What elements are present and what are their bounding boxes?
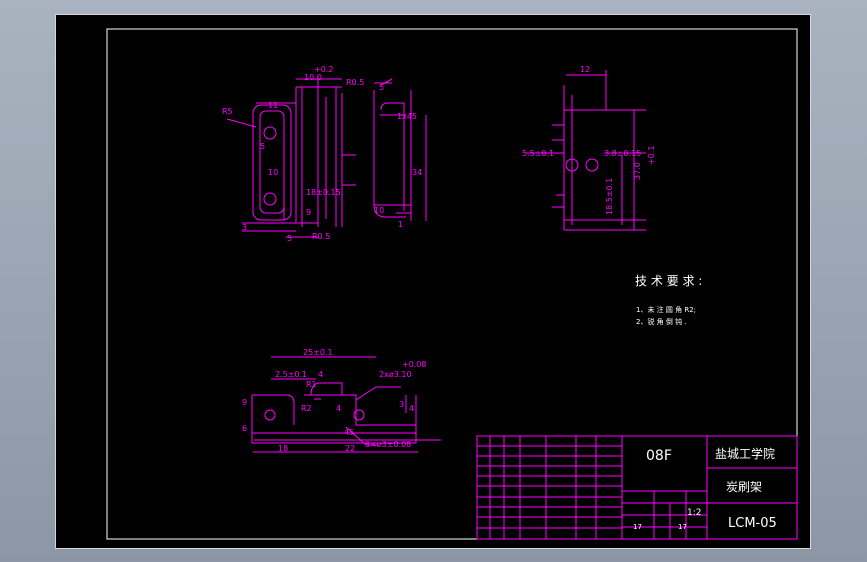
notes-line-2: 2、锐 角 倒 钝 . (636, 317, 687, 326)
part-name: 炭刷架 (726, 480, 762, 494)
technical-notes: 技 术 要 求 : 1、未 注 圆 角 R2; 2、锐 角 倒 钝 . (635, 274, 702, 326)
sheet-total: 17 (678, 523, 687, 531)
dim-label: 12 (580, 65, 590, 74)
dim-label: R0.5 (312, 232, 330, 241)
dim-label: 6 (242, 424, 247, 433)
dim-label: +0.08 (402, 360, 427, 369)
dim-label: 11 (268, 101, 278, 110)
dim-label: 3 (399, 400, 404, 409)
view-bottom-labels: 25±0.1 2.5±0.1 4 R1 R2 9 6 4 18 22 +0.08… (242, 348, 427, 453)
dim-label: 5 (379, 83, 384, 92)
dim-label: 2.5±0.1 (275, 370, 307, 379)
dim-label: 4 (336, 404, 341, 413)
dim-label: 4 (409, 404, 414, 413)
dim-label: R5 (222, 107, 233, 116)
school-name: 盐城工学院 (715, 446, 775, 461)
notes-line-1: 1、未 注 圆 角 R2; (636, 305, 696, 314)
dim-label: 18.5±0.1 (605, 178, 614, 215)
dim-label: 3.8±0.15 (604, 149, 641, 158)
dim-label: 10 (268, 168, 278, 177)
drawing-border (106, 28, 798, 540)
title-block-text: 08F 盐城工学院 炭刷架 1:2 LCM-05 17 17 (633, 446, 777, 531)
dim-label: R0.5 (346, 78, 364, 87)
drawing-canvas: +0.2 10.0 R0.5 R5 11 5 10 18±0.15 3 5 R0… (106, 28, 798, 540)
dim-label: R2 (301, 404, 312, 413)
dim-label: 3×ø3±0.08 (365, 440, 411, 449)
dim-label: 37.0 (633, 162, 642, 180)
dim-label: 1 (398, 220, 403, 229)
dim-label: 2xø3.10 (379, 370, 412, 379)
dim-label: 4 (318, 370, 323, 379)
dim-label: +0.1 (647, 146, 656, 165)
dim-label: 18±0.15 (306, 188, 341, 197)
view-top-labels: +0.2 10.0 R0.5 R5 11 5 10 18±0.15 3 5 R0… (222, 65, 422, 243)
view-bottom (251, 356, 441, 453)
dim-label: 25±0.1 (303, 348, 333, 357)
dim-label: 5 (287, 234, 292, 243)
view-side (526, 70, 646, 231)
dim-label: 18 (278, 444, 288, 453)
dim-label: R1 (306, 380, 317, 389)
dim-label: 45 (344, 428, 354, 437)
dim-label: 9 (306, 208, 311, 217)
dim-label: 9 (242, 398, 247, 407)
scale-value: 1:2 (687, 508, 701, 518)
view-side-labels: 12 5.5±0.1 3.8±0.15 18.5±0.1 37.0 +0.1 (522, 65, 656, 215)
notes-title: 技 术 要 求 : (635, 274, 702, 288)
dim-label: 22 (345, 444, 355, 453)
material-label: 08F (646, 448, 672, 464)
dim-label: 10.0 (304, 73, 322, 82)
dim-label: +0.2 (314, 65, 333, 74)
dim-label: 34 (412, 168, 422, 177)
dim-label: 5 (260, 142, 265, 151)
dim-label: 3 (242, 223, 247, 232)
dim-label: 1x45 (397, 112, 417, 121)
title-block (476, 435, 798, 540)
drawing-sheet: +0.2 10.0 R0.5 R5 11 5 10 18±0.15 3 5 R0… (55, 14, 811, 549)
dim-label: 10 (374, 206, 384, 215)
drawing-number: LCM-05 (728, 516, 777, 531)
view-top (226, 75, 427, 238)
sheet-count: 17 (633, 523, 642, 531)
dim-label: 5.5±0.1 (522, 149, 554, 158)
